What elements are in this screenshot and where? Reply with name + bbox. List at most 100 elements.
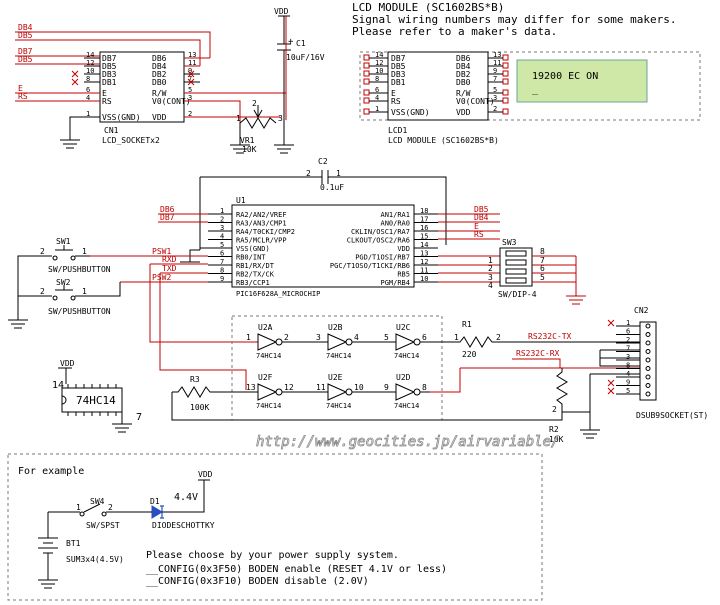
lcd1-pin-num: 8 xyxy=(375,75,379,83)
c1-value: 10uF/16V xyxy=(286,53,325,62)
u1-pin: PGD/T1OSI/RB7 xyxy=(355,254,410,262)
cn1-pin-db4: DB4 xyxy=(152,62,167,71)
u1-pin: VDD xyxy=(397,245,410,253)
u1-pin-num: 6 xyxy=(220,250,224,258)
vdd-label-top: VDD xyxy=(274,7,289,16)
cn2-name: DSUB9SOCKET(ST) xyxy=(636,411,708,420)
lcd1-pin: DB0 xyxy=(456,78,471,87)
lcd1-pin: E xyxy=(391,89,396,98)
svg-text:8: 8 xyxy=(422,383,427,392)
lcd1-pin: DB3 xyxy=(391,70,406,79)
example-note1: Please choose by your power supply syste… xyxy=(146,550,399,561)
c1-ref: C1 xyxy=(296,39,306,48)
lcd1-pin-num: 4 xyxy=(375,94,379,102)
sw4-ref: SW4 xyxy=(90,497,105,506)
svg-text:1: 1 xyxy=(626,319,630,327)
cn1-pin-rs: RS xyxy=(102,97,112,106)
u1-pin-num: 10 xyxy=(420,275,428,283)
u1-pin: RA3/AN3/CMP1 xyxy=(236,220,287,228)
lcd1-pin: RS xyxy=(391,97,401,106)
lcd1-pin: VDD xyxy=(456,108,471,117)
sig-e-u1: E xyxy=(474,222,479,231)
svg-text:6: 6 xyxy=(626,328,630,336)
sig-rs-left: RS xyxy=(18,92,28,101)
svg-text:2: 2 xyxy=(496,333,501,342)
cn1-pin-num: 13 xyxy=(188,51,196,59)
u1-pic: U1 PIC16F628A_MICROCHIP RA2/AN2/VREF1RA3… xyxy=(180,196,438,298)
sig-txd: TXD xyxy=(162,264,177,273)
u1-pin-num: 4 xyxy=(220,233,224,241)
sig-psw2: PSW2 xyxy=(152,273,171,282)
svg-text:2: 2 xyxy=(40,287,45,296)
r1-value: 220 xyxy=(462,350,477,359)
u1-pin: AN0/RA0 xyxy=(380,220,410,228)
r3-ref: R3 xyxy=(190,375,200,384)
cn1-pin-vssgnd: VSS(GND) xyxy=(102,113,141,122)
lcd1-pin-num: 13 xyxy=(493,51,501,59)
svg-text:1: 1 xyxy=(82,287,87,296)
sig-db5-top: DB5 xyxy=(18,31,33,40)
u1-pin-num: 8 xyxy=(220,267,224,275)
gate-name: 74HC14 xyxy=(326,402,351,410)
u1-pin-num: 12 xyxy=(420,258,428,266)
sig-db5-left: DB5 xyxy=(18,55,33,64)
svg-text:1: 1 xyxy=(454,333,459,342)
svg-text:1: 1 xyxy=(488,256,493,265)
svg-text:2: 2 xyxy=(626,336,630,344)
u1-pin: RB1/RX/DT xyxy=(236,262,275,270)
u1-pin: RA4/T0CKI/CMP2 xyxy=(236,228,295,236)
c2-ref: C2 xyxy=(318,157,328,166)
lcd1-ref: LCD1 xyxy=(388,126,407,135)
bt1-ref: BT1 xyxy=(66,539,81,548)
svg-text:3: 3 xyxy=(626,353,630,361)
sig-rxd: RXD xyxy=(162,255,177,264)
svg-text:4: 4 xyxy=(354,333,359,342)
u1-pin-num: 18 xyxy=(420,207,428,215)
svg-text:2: 2 xyxy=(252,99,257,108)
lcd1-pin-num: 14 xyxy=(375,51,383,59)
u1-pin: RA2/AN2/VREF xyxy=(236,211,287,219)
gate-name: 74HC14 xyxy=(394,352,419,360)
lcd1-name: LCD MODULE (SC1602BS*B) xyxy=(388,136,499,145)
cn1-pin-num: 8 xyxy=(86,75,90,83)
header-line2: Signal wiring numbers may differ for som… xyxy=(352,13,677,26)
gate-name: 74HC14 xyxy=(394,402,419,410)
cn1-pin-num: 10 xyxy=(86,67,94,75)
u1-pin-num: 16 xyxy=(420,224,428,232)
cn2-ref: CN2 xyxy=(634,306,649,315)
r3-value: 100K xyxy=(190,403,209,412)
cn1-pin-e: E xyxy=(102,89,107,98)
cn1-pin-db1: DB1 xyxy=(102,78,117,87)
gate-name: 74HC14 xyxy=(256,352,281,360)
sig-db5-u1: DB5 xyxy=(474,205,489,214)
svg-text:8: 8 xyxy=(540,247,545,256)
svg-text:9: 9 xyxy=(626,379,630,387)
ic-pkg-pin14: 14 xyxy=(52,380,64,391)
cn1-pin-db6: DB6 xyxy=(152,54,167,63)
d1-diode: D1 DIODESCHOTTKY xyxy=(150,497,215,530)
lcd-screen xyxy=(516,59,648,103)
svg-text:7: 7 xyxy=(540,256,545,265)
svg-text:4: 4 xyxy=(488,281,493,290)
lcd1-pin: VSS(GND) xyxy=(391,108,430,117)
svg-text:5: 5 xyxy=(540,273,545,282)
cn1-name: LCD_SOCKETx2 xyxy=(102,136,160,145)
sig-rs232tx: RS232C-TX xyxy=(528,332,572,341)
u1-pin-num: 9 xyxy=(220,275,224,283)
gate-name: 74HC14 xyxy=(326,352,351,360)
example-note3: __CONFIG(0x3F10) BODEN disable (2.0V) xyxy=(146,576,369,587)
sw4-name: SW/SPST xyxy=(86,521,120,530)
lcd1-pin: DB1 xyxy=(391,78,406,87)
u1-pin: CLKOUT/OSC2/RA6 xyxy=(347,237,410,245)
svg-text:5: 5 xyxy=(384,333,389,342)
lcd1-pin-num: 3 xyxy=(493,94,497,102)
svg-text:6: 6 xyxy=(422,333,427,342)
r2-ref: R2 xyxy=(549,425,559,434)
sw1-ref: SW1 xyxy=(56,237,71,246)
sig-e-left: E xyxy=(18,84,23,93)
cn1-pin-db7: DB7 xyxy=(102,54,117,63)
u1-pin-num: 1 xyxy=(220,207,224,215)
